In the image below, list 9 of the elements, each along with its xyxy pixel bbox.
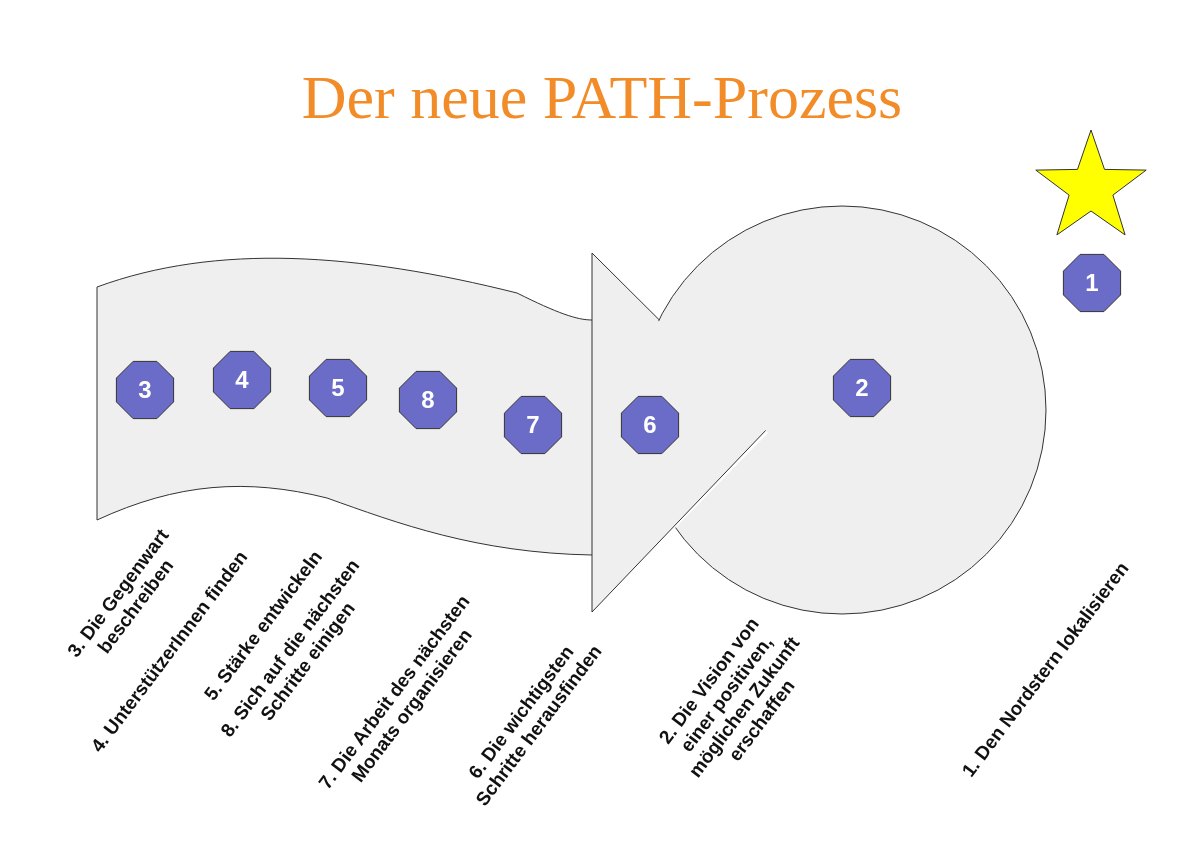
step-number-badge: 5 bbox=[306, 356, 370, 420]
step-number-badge: 1 bbox=[1060, 251, 1124, 315]
title: Der neue PATH-Prozess bbox=[300, 62, 904, 133]
step-number-badge: 3 bbox=[113, 358, 177, 422]
step-number-badge: 7 bbox=[501, 393, 565, 457]
step-number-badge: 8 bbox=[396, 368, 460, 432]
step-number-badge: 4 bbox=[210, 348, 274, 412]
step-number-badge: 2 bbox=[830, 356, 894, 420]
step-number-badge: 6 bbox=[618, 393, 682, 457]
